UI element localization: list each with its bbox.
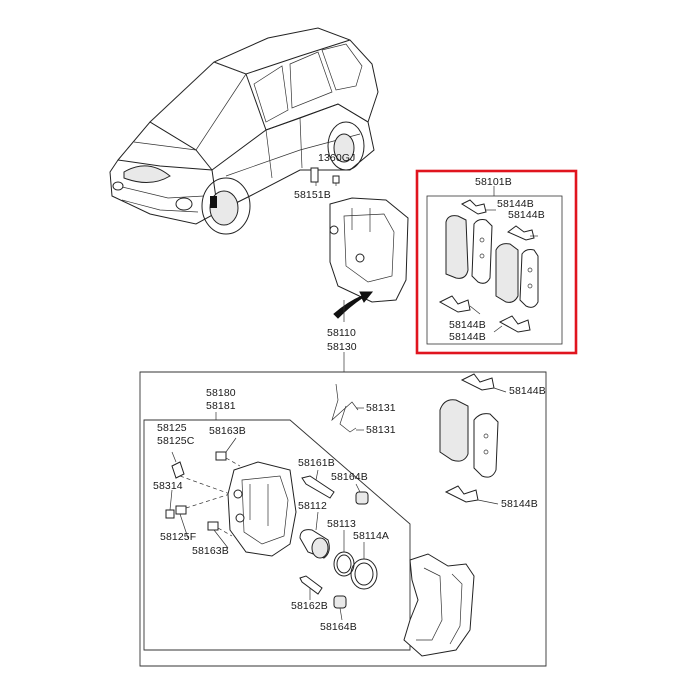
highlight-frame <box>415 169 578 355</box>
label-58144B-hl-3: 58144B <box>449 319 486 331</box>
label-58101B: 58101B <box>475 176 512 188</box>
label-58125F: 58125F <box>160 531 197 543</box>
label-58110: 58110 <box>327 327 356 339</box>
label-58161B: 58161B <box>298 457 335 469</box>
label-58181: 58181 <box>206 400 236 412</box>
label-58151B: 58151B <box>294 189 331 201</box>
label-58130: 58130 <box>327 341 357 353</box>
label-58112: 58112 <box>298 500 327 512</box>
label-58163B-a: 58163B <box>209 425 246 437</box>
label-58163B-b: 58163B <box>192 545 229 557</box>
caliper-subassembly-frame <box>143 419 411 651</box>
label-1360GJ: 1360GJ <box>318 152 356 164</box>
pad-set-lower <box>331 373 507 505</box>
label-58114A: 58114A <box>353 530 390 542</box>
label-58113: 58113 <box>327 518 356 530</box>
pad-kit-frame <box>426 195 563 345</box>
assembly-callout <box>310 167 409 372</box>
label-58144B-hl-1: 58144B <box>497 198 534 210</box>
label-58314: 58314 <box>153 480 183 492</box>
label-58164B-a: 58164B <box>331 471 368 483</box>
caliper-exploded <box>165 451 475 657</box>
pad-kit-highlighted <box>438 199 539 333</box>
vehicle-illustration <box>109 27 379 235</box>
label-58125C: 58125C <box>157 435 195 447</box>
assembly-outer-frame <box>139 371 547 667</box>
leader-lines <box>169 412 365 621</box>
label-58144B-b: 58144B <box>501 498 538 510</box>
label-58144B-hl-2: 58144B <box>508 209 545 221</box>
label-58125: 58125 <box>157 422 187 434</box>
label-58144B-hl-4: 58144B <box>449 331 486 343</box>
label-58180: 58180 <box>206 387 236 399</box>
label-58131-a: 58131 <box>366 402 396 414</box>
label-58144B-a: 58144B <box>509 385 546 397</box>
label-58164B-b: 58164B <box>320 621 357 633</box>
label-58162B: 58162B <box>291 600 328 612</box>
label-58131-b: 58131 <box>366 424 396 436</box>
